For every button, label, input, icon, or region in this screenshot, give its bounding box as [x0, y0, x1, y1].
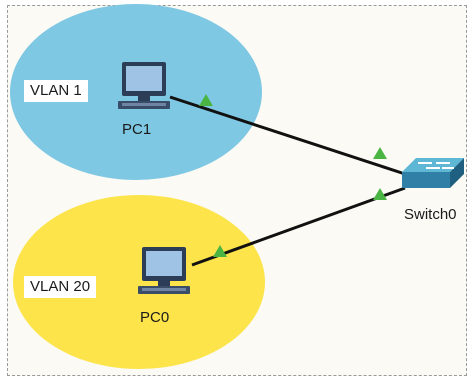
pc0-label: PC0 [140, 309, 170, 326]
link-pc0-switch0 [191, 186, 406, 267]
pc0-device[interactable] [138, 247, 190, 294]
desktop-pc-icon [138, 247, 190, 294]
link-status-up-icon [373, 147, 387, 159]
link-status-up-icon [213, 245, 227, 257]
switch0-device[interactable] [402, 158, 464, 188]
vlan20-zone [13, 195, 265, 369]
pc1-device[interactable] [118, 62, 170, 109]
desktop-pc-icon [118, 62, 170, 109]
link-pc1-switch0 [169, 95, 406, 176]
link-status-up-icon [373, 188, 387, 200]
link-status-up-icon [199, 94, 213, 106]
pc1-label: PC1 [122, 121, 152, 138]
vlan20-label: VLAN 20 [24, 276, 97, 298]
vlan1-label: VLAN 1 [24, 80, 88, 102]
network-switch-icon [402, 158, 464, 188]
switch0-label: Switch0 [404, 206, 457, 223]
